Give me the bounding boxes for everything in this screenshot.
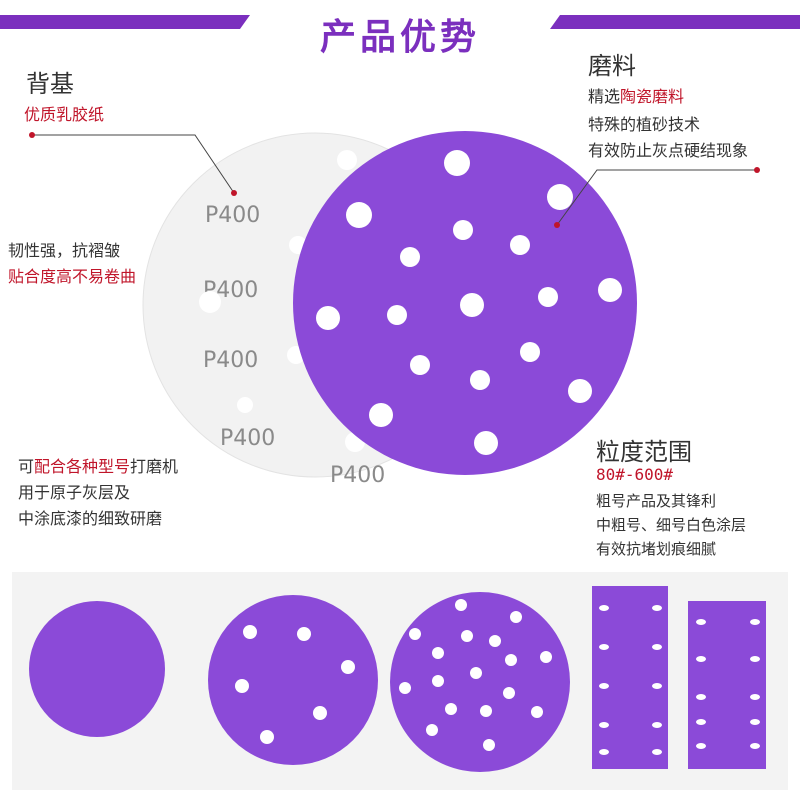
- hole: [652, 722, 662, 728]
- compat-line3: 中涂底漆的细致研磨: [18, 509, 163, 528]
- hole: [346, 202, 372, 228]
- hole: [313, 706, 327, 720]
- disc-variant-6-holes: [208, 595, 378, 765]
- grit-heading: 粒度范围: [596, 438, 692, 466]
- leader-abrasive: [556, 169, 757, 226]
- abrasive-line1-highlight: 陶瓷磨料: [620, 87, 685, 106]
- hole: [652, 749, 662, 755]
- hole: [750, 719, 760, 725]
- hole: [426, 724, 438, 736]
- hole: [531, 706, 543, 718]
- hole: [483, 739, 495, 751]
- hole: [520, 342, 540, 362]
- abrasive-line2: 特殊的植砂技术: [588, 115, 701, 134]
- grit-line3: 有效抗堵划痕细腻: [596, 540, 717, 558]
- hole: [599, 722, 609, 728]
- hole: [568, 379, 592, 403]
- backing-subtitle: 优质乳胶纸: [24, 105, 105, 124]
- hole: [341, 660, 355, 674]
- hole: [399, 682, 411, 694]
- backing-line2: 贴合度高不易卷曲: [8, 267, 137, 286]
- leader-backing: [32, 134, 235, 194]
- hole: [260, 730, 274, 744]
- hole: [538, 287, 558, 307]
- hole: [652, 605, 662, 611]
- backing-print-label: P400: [203, 348, 258, 373]
- hole: [470, 667, 482, 679]
- compat-line2: 用于原子灰层及: [18, 483, 131, 502]
- hole: [474, 431, 498, 455]
- hole: [696, 694, 706, 700]
- grit-range: 80#-600#: [596, 465, 674, 484]
- hole: [489, 635, 501, 647]
- disc-variant-multi-holes: [390, 592, 570, 772]
- hole: [547, 184, 573, 210]
- hole: [696, 656, 706, 662]
- hole: [599, 644, 609, 650]
- hole: [696, 619, 706, 625]
- title-bar-left: [0, 14, 250, 29]
- hole: [409, 628, 421, 640]
- sheet-variant-2: [688, 601, 766, 769]
- hole: [297, 627, 311, 641]
- sheet-variant-1: [592, 586, 668, 769]
- abrasive-line1-prefix: 精选: [588, 87, 621, 106]
- hole: [444, 150, 470, 176]
- hole: [540, 651, 552, 663]
- hole: [432, 675, 444, 687]
- hole: [461, 630, 473, 642]
- abrasive-heading: 磨料: [588, 52, 636, 80]
- compat-prefix: 可: [18, 457, 35, 476]
- abrasive-disc-holes: [316, 150, 622, 455]
- backing-heading: 背基: [26, 70, 74, 98]
- hole: [455, 599, 467, 611]
- hole: [750, 619, 760, 625]
- backing-line1: 韧性强，抗褶皱: [8, 241, 121, 260]
- compat-highlight: 配合各种型号: [34, 457, 131, 476]
- hole: [410, 355, 430, 375]
- hole: [599, 749, 609, 755]
- hole: [445, 703, 457, 715]
- hole: [400, 247, 420, 267]
- hole: [750, 656, 760, 662]
- hole: [510, 611, 522, 623]
- hole: [453, 220, 473, 240]
- abrasive-line3: 有效防止灰点硬结现象: [588, 141, 749, 160]
- hole: [235, 679, 249, 693]
- hole: [505, 654, 517, 666]
- hole: [652, 683, 662, 689]
- hole: [599, 605, 609, 611]
- hole: [243, 625, 257, 639]
- hole: [750, 743, 760, 749]
- grit-line1: 粗号产品及其锋利: [596, 492, 717, 510]
- hole: [316, 306, 340, 330]
- hole: [652, 644, 662, 650]
- abrasive-line1: 精选陶瓷磨料: [588, 84, 684, 110]
- hole: [599, 683, 609, 689]
- page-title: 产品优势: [319, 17, 480, 58]
- hole: [503, 687, 515, 699]
- hole: [510, 235, 530, 255]
- hole: [480, 705, 492, 717]
- backing-print-label: P400: [205, 203, 260, 228]
- hole: [460, 293, 484, 317]
- hole: [696, 743, 706, 749]
- disc-variant-no-holes: [29, 601, 165, 737]
- hole: [470, 370, 490, 390]
- backing-print-label: P400: [330, 463, 385, 488]
- title-bar-right: [550, 14, 800, 29]
- hole: [598, 278, 622, 302]
- compat-line1: 可配合各种型号打磨机: [18, 454, 178, 480]
- backing-print-label: P400: [220, 426, 275, 451]
- hole: [369, 403, 393, 427]
- hole: [696, 719, 706, 725]
- grit-line2: 中粗号、细号白色涂层: [596, 516, 747, 534]
- hole: [750, 694, 760, 700]
- hole: [432, 647, 444, 659]
- compat-suffix: 打磨机: [130, 457, 179, 476]
- hole: [387, 305, 407, 325]
